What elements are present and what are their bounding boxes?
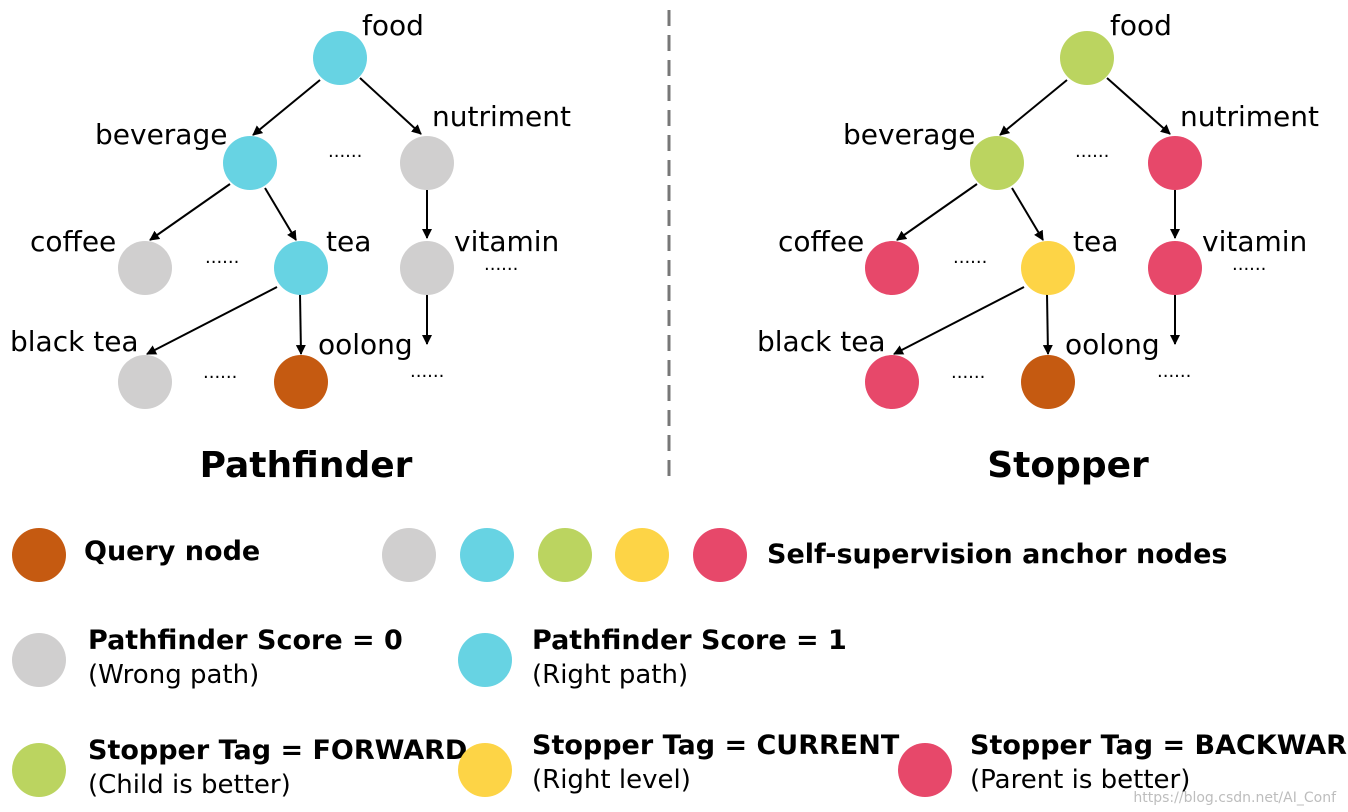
legend-current-title: Stopper Tag = CURRENT [532, 730, 900, 761]
legend-backward-sub: (Parent is better) [970, 765, 1191, 795]
pathfinder-title: Pathfinder [200, 445, 413, 486]
node-black-tea [865, 355, 919, 409]
legend-score1-dot [458, 633, 512, 687]
label-oolong: oolong [1065, 328, 1160, 361]
legend-forward-dot [12, 743, 66, 797]
ellipsis-level3: ...... [951, 362, 985, 383]
legend-forward-title: Stopper Tag = FORWARD [88, 735, 468, 766]
legend-anchor-label: Self-supervision anchor nodes [767, 539, 1228, 570]
legend-anchor-red-dot [693, 528, 747, 582]
legend-query-dot [12, 528, 66, 582]
node-tea [274, 241, 328, 295]
edge-food-nutriment [359, 77, 422, 135]
label-coffee: coffee [778, 225, 864, 258]
ellipsis-level2: ...... [205, 247, 239, 268]
node-vitamin [400, 241, 454, 295]
label-nutriment: nutriment [1180, 100, 1319, 133]
ellipsis-level1: ...... [328, 141, 362, 162]
legend-anchor-green-dot [538, 528, 592, 582]
node-oolong-query [274, 355, 328, 409]
legend-score0-title: Pathfinder Score = 0 [88, 625, 403, 656]
edge-food-nutriment [1106, 77, 1171, 135]
edge-beverage-tea [1011, 187, 1044, 241]
edge-tea-oolong [1042, 293, 1053, 355]
node-oolong-query [1021, 355, 1075, 409]
node-coffee [118, 241, 172, 295]
node-beverage [223, 136, 277, 190]
edge-beverage-tea [264, 187, 297, 241]
legend-anchor-cyan-dot [460, 528, 514, 582]
node-nutriment [1148, 136, 1202, 190]
label-nutriment: nutriment [432, 100, 571, 133]
ellipsis-level3-right: ...... [410, 361, 444, 382]
node-food [1060, 31, 1114, 85]
legend-backward-title: Stopper Tag = BACKWARD [970, 730, 1348, 761]
edge-food-beverage [252, 79, 321, 136]
label-black-tea: black tea [757, 325, 886, 358]
edge-tea-blacktea [146, 286, 278, 355]
ellipsis-level3-right: ...... [1157, 361, 1191, 382]
stopper-panel: food beverage nutriment coffee tea vitam… [757, 9, 1319, 486]
legend-forward-sub: (Child is better) [88, 770, 291, 800]
label-vitamin: vitamin [1202, 225, 1307, 258]
legend-anchor-yellow-dot [615, 528, 669, 582]
edge-beverage-coffee [896, 183, 978, 241]
label-food: food [1110, 9, 1172, 42]
node-tea [1021, 241, 1075, 295]
stopper-title: Stopper [987, 445, 1149, 486]
label-beverage: beverage [95, 118, 227, 151]
label-tea: tea [326, 225, 371, 258]
pathfinder-panel: food beverage nutriment coffee tea vitam… [10, 9, 571, 486]
ellipsis-vitamin: ...... [1232, 254, 1266, 275]
legend-score0-dot [12, 633, 66, 687]
node-beverage [970, 136, 1024, 190]
node-food [313, 31, 367, 85]
edge-tea-oolong [295, 293, 306, 355]
label-black-tea: black tea [10, 325, 139, 358]
edge-beverage-coffee [149, 183, 231, 241]
edge-tea-blacktea [893, 286, 1025, 355]
legend-score1-title: Pathfinder Score = 1 [532, 625, 847, 656]
watermark: https://blog.csdn.net/AI_Conf [1133, 790, 1336, 806]
node-vitamin [1148, 241, 1202, 295]
label-vitamin: vitamin [454, 225, 559, 258]
label-beverage: beverage [843, 118, 975, 151]
ellipsis-vitamin: ...... [484, 254, 518, 275]
ellipsis-level3: ...... [203, 362, 237, 383]
legend-score0-sub: (Wrong path) [88, 660, 260, 690]
ellipsis-level1: ...... [1075, 141, 1109, 162]
label-coffee: coffee [30, 225, 116, 258]
label-food: food [362, 9, 424, 42]
legend-query-label: Query node [84, 536, 261, 567]
legend-backward-dot [898, 743, 952, 797]
legend-current-dot [458, 743, 512, 797]
label-oolong: oolong [318, 328, 413, 361]
legend-anchor-gray-dot [382, 528, 436, 582]
node-nutriment [400, 136, 454, 190]
label-tea: tea [1073, 225, 1118, 258]
edge-food-beverage [999, 79, 1068, 136]
legend-score1-sub: (Right path) [532, 660, 689, 690]
ellipsis-level2: ...... [953, 247, 987, 268]
node-black-tea [118, 355, 172, 409]
legend-current-sub: (Right level) [532, 765, 691, 795]
node-coffee [865, 241, 919, 295]
